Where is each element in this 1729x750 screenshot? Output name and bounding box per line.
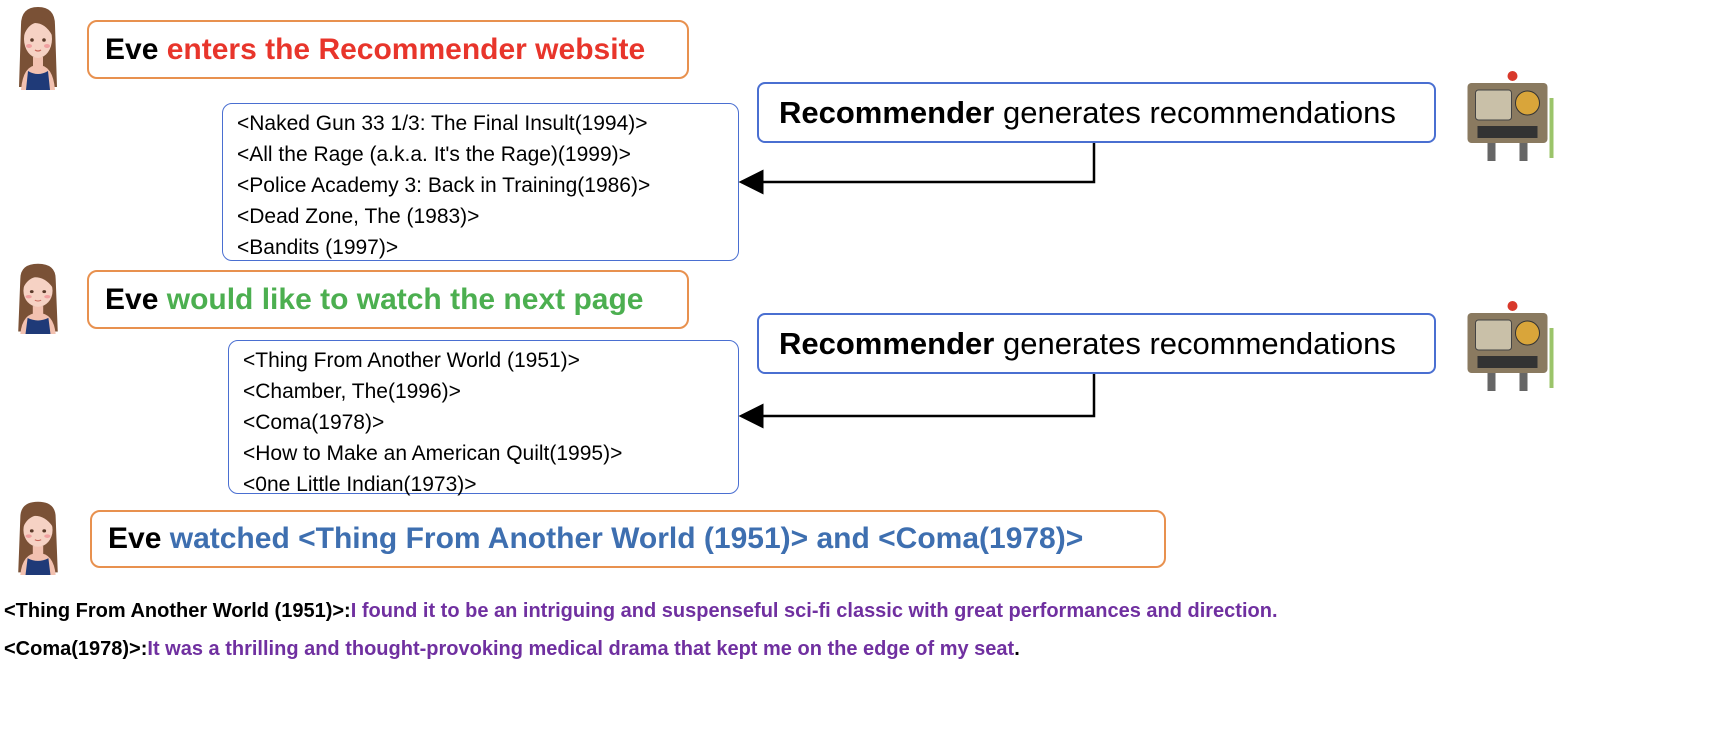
list-item: <Coma(1978)> (243, 411, 385, 434)
list-item: <Thing From Another World (1951)> (243, 349, 580, 372)
review-2: <Coma(1978)>:It was a thrilling and thou… (4, 638, 1020, 661)
step-action: would like to watch the next page (166, 282, 644, 316)
actor-name: Eve (108, 522, 162, 555)
list-item: <0ne Little Indian(1973)> (243, 473, 477, 496)
step-1-box: Eve enters the Recommender website (87, 20, 689, 79)
recommendation-list-2: <Thing From Another World (1951)> <Chamb… (228, 340, 739, 496)
review-text: It was a thrilling and thought-provoking… (147, 638, 1015, 660)
review-movie: <Coma(1978)>: (4, 638, 148, 660)
recommender-name: Recommender (779, 325, 995, 361)
recommendation-list-1: <Naked Gun 33 1/3: The Final Insult(1994… (222, 103, 739, 261)
list-item: <Naked Gun 33 1/3: The Final Insult(1994… (237, 112, 648, 135)
arrow-2 (738, 374, 1096, 429)
step-2-box: Eve would like to watch the next page (87, 270, 689, 329)
recommender-name: Recommender (779, 94, 995, 130)
list-item: <How to Make an American Quilt(1995)> (243, 442, 623, 465)
list-item: <Chamber, The(1996)> (243, 380, 461, 403)
recommender-box-1: Recommender generates recommendations (757, 82, 1436, 143)
list-item: <Dead Zone, The (1983)> (237, 205, 480, 228)
recommender-text: generates recommendations (994, 94, 1396, 130)
list-item: <Bandits (1997)> (237, 236, 399, 259)
actor-name: Eve (105, 282, 159, 316)
arrow-1 (738, 143, 1096, 195)
actor-name: Eve (105, 32, 159, 66)
review-1: <Thing From Another World (1951)>:I foun… (4, 600, 1278, 623)
recommender-box-2: Recommender generates recommendations (757, 313, 1436, 374)
eve-avatar (12, 500, 64, 575)
step-action: watched <Thing From Another World (1951)… (169, 522, 1084, 555)
list-item: <Police Academy 3: Back in Training(1986… (237, 174, 651, 197)
recommender-text: generates recommendations (994, 325, 1396, 361)
step-action: enters the Recommender website (166, 32, 646, 66)
review-text: I found it to be an intriguing and suspe… (350, 600, 1278, 622)
list-item: <All the Rage (a.k.a. It's the Rage)(199… (237, 143, 631, 166)
review-end: . (1014, 638, 1020, 660)
step-3-box: Eve watched <Thing From Another World (1… (90, 510, 1166, 568)
review-movie: <Thing From Another World (1951)>: (4, 600, 351, 622)
